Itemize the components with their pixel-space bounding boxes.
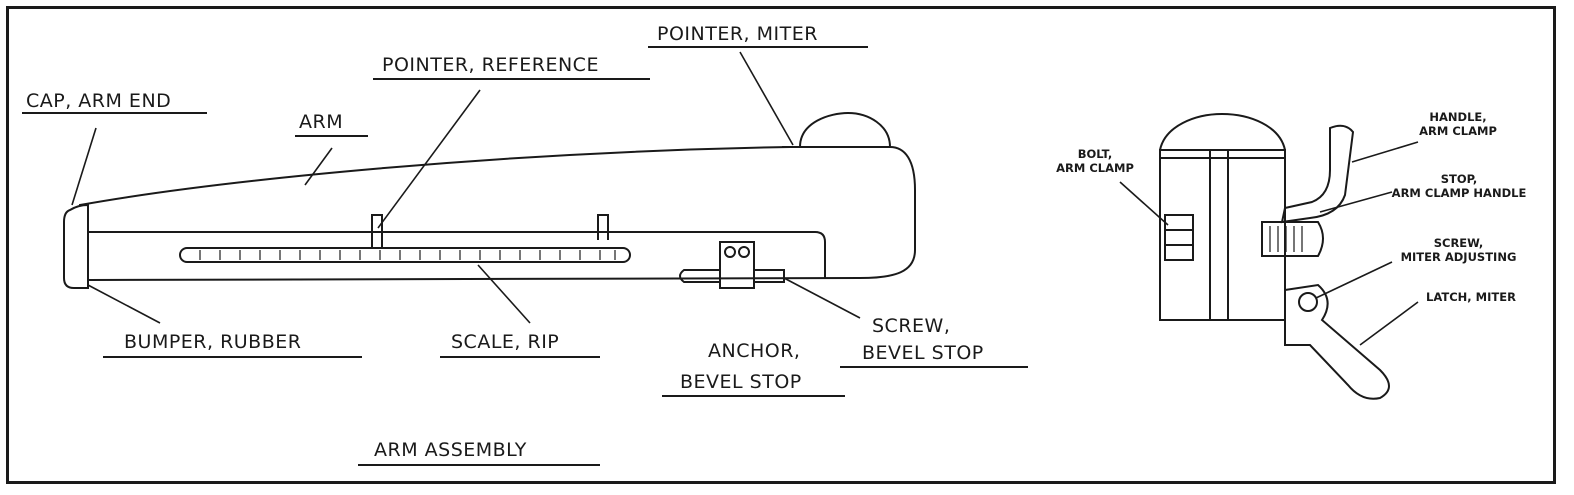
label-screw-bevel-line1: SCREW, [872, 315, 951, 337]
label-bolt-arm-clamp: BOLT, ARM CLAMP [1056, 147, 1134, 175]
reference-pointer-1 [371, 214, 383, 248]
label-screw-bevel-line2: BEVEL STOP [862, 342, 984, 364]
diagram-frame [6, 6, 1556, 484]
arm-lower-panel [88, 231, 826, 278]
label-anchor-line2: BEVEL STOP [680, 371, 802, 393]
arm-clamp-handle-stop [1261, 221, 1324, 257]
label-anchor-line1: ANCHOR, [708, 340, 801, 362]
reference-pointer-2 [597, 214, 609, 240]
clamp-housing [1159, 149, 1286, 321]
label-latch-miter: LATCH, MITER [1426, 290, 1516, 304]
arm-clamp-handle [1280, 124, 1355, 224]
label-pointer-miter: POINTER, MITER [657, 23, 818, 45]
label-stop-arm-clamp-handle: STOP, ARM CLAMP HANDLE [1391, 172, 1527, 200]
label-arm: ARM [299, 111, 344, 133]
clamp-dome [1159, 112, 1286, 151]
bevel-stop-screw [679, 269, 721, 283]
label-cap-arm-end: CAP, ARM END [26, 90, 172, 112]
arm-end-cap [63, 203, 89, 289]
arm-clamp-bolt [1164, 214, 1194, 261]
arm-body [76, 146, 916, 282]
label-handle-arm-clamp: HANDLE, ARM CLAMP [1419, 110, 1497, 138]
rip-scale [179, 247, 631, 263]
label-scale-rip: SCALE, RIP [451, 331, 560, 353]
diagram-title: ARM ASSEMBLY [374, 439, 527, 461]
miter-adjusting-screw [1298, 292, 1318, 312]
miter-latch [1284, 283, 1390, 400]
bevel-stop-anchor [719, 241, 755, 289]
label-screw-miter-adjusting: SCREW, MITER ADJUSTING [1400, 236, 1517, 264]
label-pointer-reference: POINTER, REFERENCE [382, 54, 599, 76]
label-bumper-rubber: BUMPER, RUBBER [124, 331, 302, 353]
miter-dome [799, 111, 891, 148]
